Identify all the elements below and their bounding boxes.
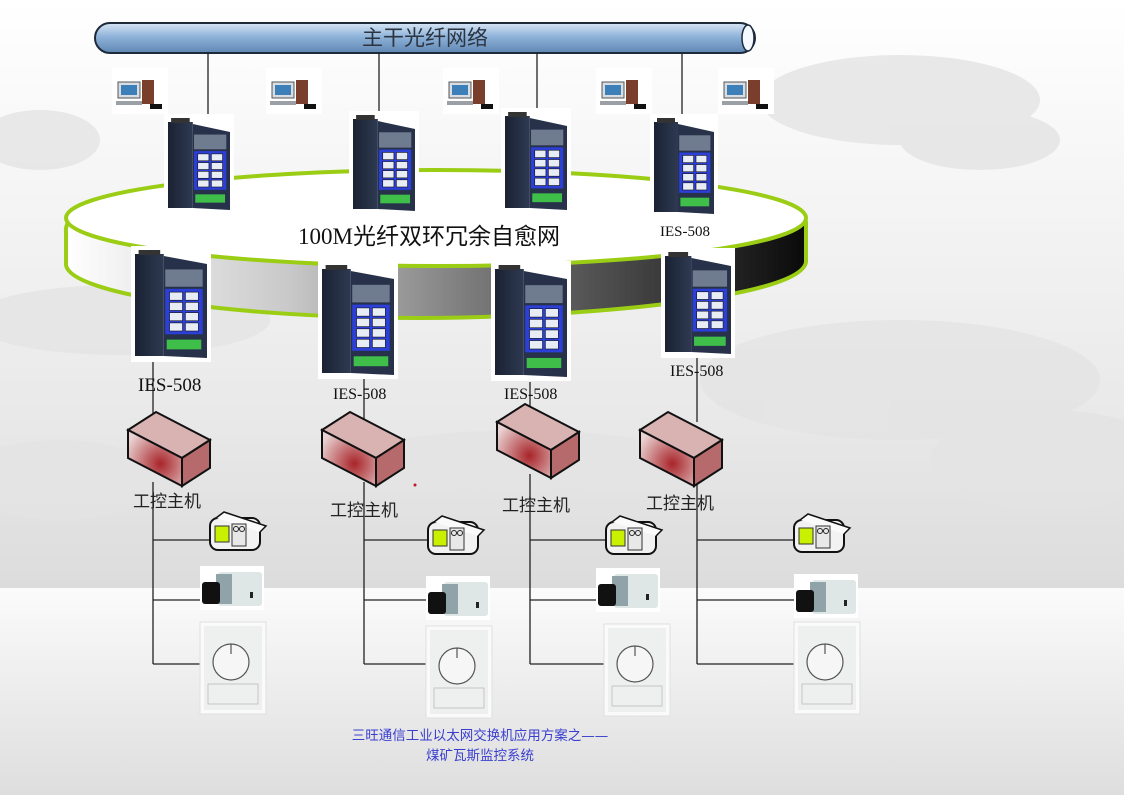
thermostat-controller-icon bbox=[793, 621, 861, 715]
host-label: 工控主机 bbox=[646, 494, 714, 514]
connection-lines bbox=[152, 53, 794, 665]
gas-sensor-icon bbox=[793, 513, 852, 553]
ring-label: 100M光纤双环冗余自愈网 bbox=[298, 224, 560, 249]
red-dot-marker bbox=[413, 483, 417, 487]
thermostat-controller-icon bbox=[425, 625, 493, 719]
switch-model-label: IES-508 bbox=[333, 386, 387, 403]
ethernet-switch-icon bbox=[164, 114, 234, 214]
ethernet-switch-icon bbox=[661, 248, 735, 358]
ethernet-switch-icon bbox=[349, 111, 419, 215]
floor-background bbox=[0, 588, 1124, 795]
backbone-pipe bbox=[94, 22, 756, 54]
gas-sensor-icon bbox=[209, 511, 268, 551]
ethernet-switch-icon bbox=[491, 261, 571, 381]
workstation-pc-icon bbox=[112, 68, 168, 114]
caption-line-1: 三旺通信工业以太网交换机应用方案之—— bbox=[351, 728, 609, 744]
gas-sensor-icon bbox=[605, 515, 664, 555]
ethernet-switch-icon bbox=[650, 114, 718, 218]
industrial-pc-host-icon bbox=[126, 410, 212, 488]
thermostat-controller-icon bbox=[603, 623, 671, 717]
host-label: 工控主机 bbox=[133, 492, 201, 512]
surveillance-camera-icon bbox=[426, 576, 490, 620]
switch-model-label: IES-508 bbox=[670, 363, 724, 380]
switch-model-label: IES-508 bbox=[660, 224, 710, 240]
switch-model-label: IES-508 bbox=[504, 386, 558, 403]
fiber-ring bbox=[63, 168, 808, 321]
host-label: 工控主机 bbox=[330, 501, 398, 521]
switch-model-label: IES-508 bbox=[138, 375, 202, 396]
ethernet-switch-icon bbox=[501, 108, 571, 214]
industrial-pc-host-icon bbox=[638, 410, 724, 488]
surveillance-camera-icon bbox=[596, 568, 660, 612]
industrial-pc-host-icon bbox=[320, 410, 406, 488]
industrial-pc-host-icon bbox=[495, 402, 581, 480]
workstation-pc-icon bbox=[596, 68, 652, 114]
workstation-pc-icon bbox=[718, 68, 774, 114]
backbone-label: 主干光纤网络 bbox=[362, 26, 488, 50]
caption-line-2: 煤矿瓦斯监控系统 bbox=[426, 748, 534, 764]
thermostat-controller-icon bbox=[199, 621, 267, 715]
workstation-pc-icon bbox=[443, 68, 499, 114]
ethernet-switch-icon bbox=[318, 261, 398, 379]
diagram-caption: 三旺通信工业以太网交换机应用方案之—— 煤矿瓦斯监控系统 bbox=[300, 726, 660, 766]
ethernet-switch-icon bbox=[131, 246, 211, 362]
gas-sensor-icon bbox=[427, 515, 486, 555]
surveillance-camera-icon bbox=[200, 566, 264, 610]
surveillance-camera-icon bbox=[794, 574, 858, 618]
workstation-pc-icon bbox=[266, 68, 322, 114]
host-label: 工控主机 bbox=[502, 496, 570, 516]
